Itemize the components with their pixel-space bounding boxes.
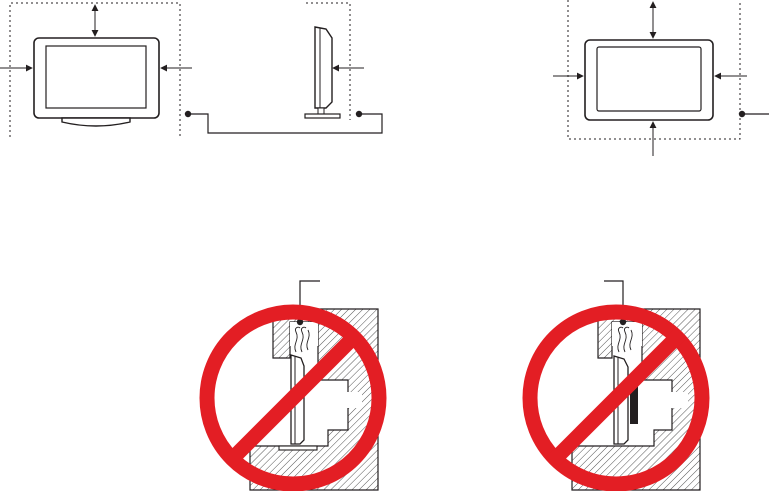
connector-line (191, 114, 382, 133)
tv-side-base (279, 446, 317, 450)
tv-screen (46, 46, 146, 108)
panel-wall-mount (553, 0, 769, 156)
panel-stand-side (305, 3, 364, 120)
callout-connector (185, 111, 382, 133)
label-plate (654, 392, 688, 408)
tv-stand-base (62, 118, 130, 126)
callout-dot (739, 111, 745, 117)
airspace (290, 322, 318, 346)
tv-side-base (305, 114, 340, 118)
callout-dot (356, 111, 362, 117)
callout-dot (185, 111, 191, 117)
tv-side-profile (315, 27, 332, 108)
tv-screen (597, 47, 701, 111)
label-plate (328, 392, 362, 408)
tv-side-neck (318, 108, 324, 114)
panel-prohibited-wall (530, 281, 702, 490)
airspace (612, 322, 642, 346)
panel-prohibited-stand (207, 281, 379, 490)
panel-stand-front (0, 3, 192, 137)
